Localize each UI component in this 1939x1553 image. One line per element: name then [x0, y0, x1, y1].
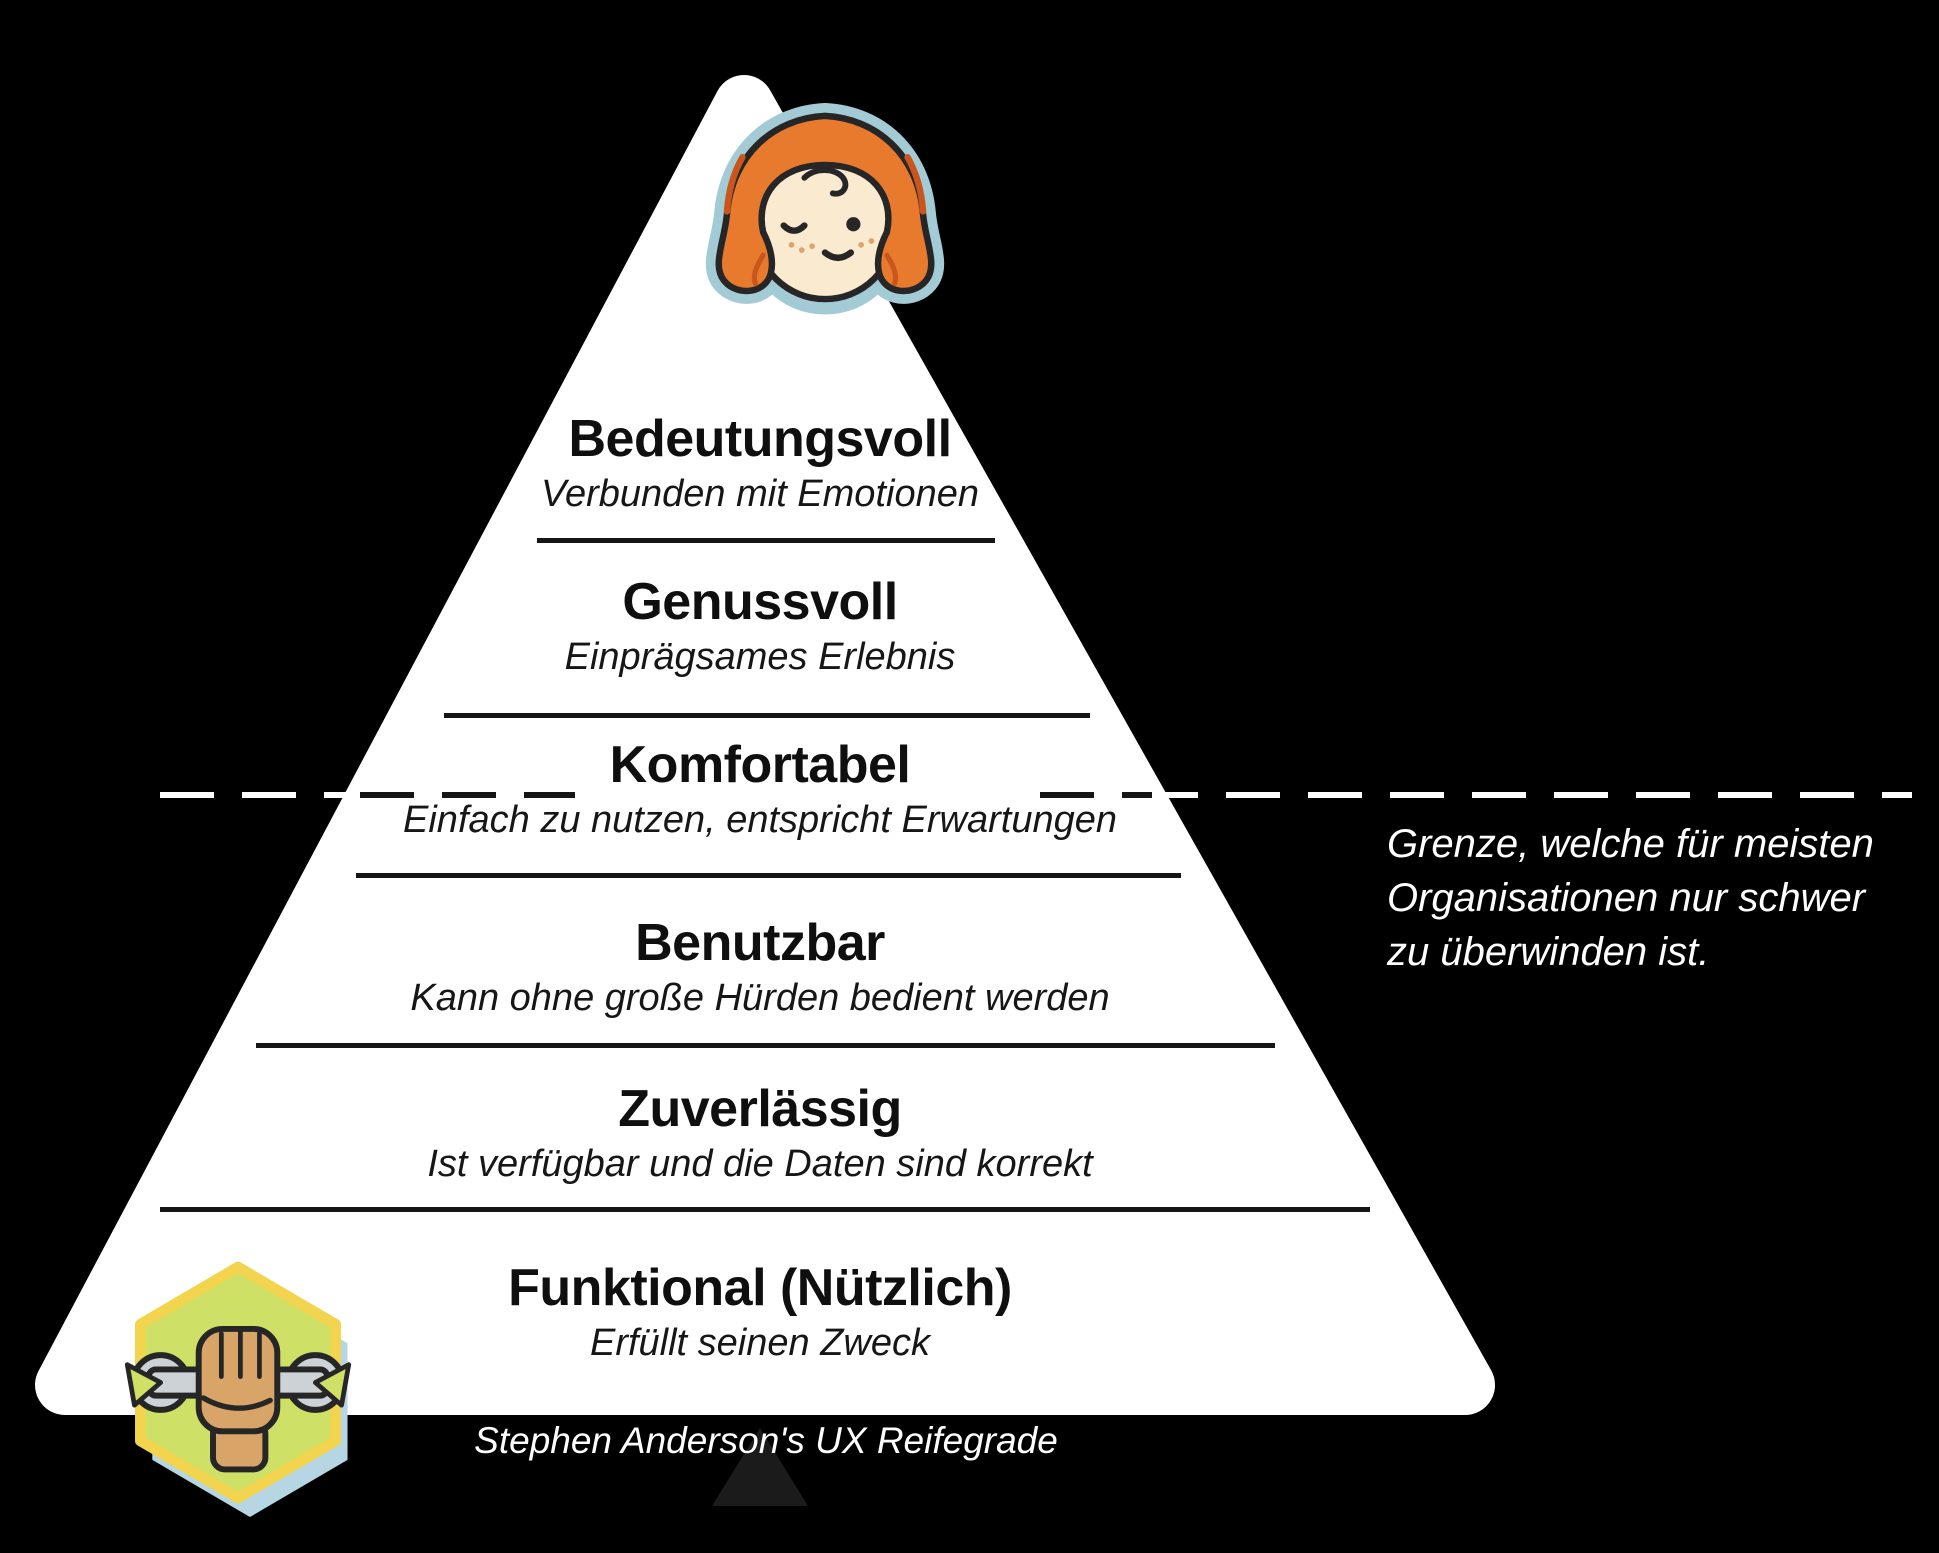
- smiling-woman-face-icon: [705, 102, 945, 315]
- level-subtitle: Verbunden mit Emotionen: [541, 473, 979, 515]
- pyramid-level-zuverlaessig: Zuverlässig Ist verfügbar und die Daten …: [155, 1080, 1365, 1188]
- level-title: Bedeutungsvoll: [568, 410, 952, 468]
- pyramid-level-benutzbar: Benutzbar Kann ohne große Hürden bedient…: [155, 914, 1365, 1022]
- level-divider: [537, 538, 995, 543]
- level-subtitle: Einprägsames Erlebnis: [564, 636, 956, 678]
- boundary-annotation: Grenze, welche für meisten Organisatione…: [1387, 817, 1874, 979]
- fist-holding-wrench-hexagon-icon: [124, 1261, 352, 1518]
- boundary-dashed-line-inner-left: [360, 792, 575, 798]
- annotation-line: Organisationen nur schwer: [1387, 876, 1866, 920]
- pyramid-level-funktional: Funktional (Nützlich) Erfüllt seinen Zwe…: [155, 1259, 1365, 1367]
- level-subtitle: Einfach zu nutzen, entspricht Erwartunge…: [403, 799, 1117, 841]
- level-title: Komfortabel: [609, 736, 911, 794]
- level-subtitle: Ist verfügbar und die Daten sind korrekt: [427, 1143, 1093, 1185]
- level-title: Benutzbar: [635, 914, 885, 972]
- level-subtitle: Erfüllt seinen Zweck: [589, 1322, 930, 1364]
- level-divider: [160, 1207, 1370, 1212]
- decorative-triangle: [712, 1428, 808, 1506]
- pyramid-level-bedeutungsvoll: Bedeutungsvoll Verbunden mit Emotionen: [155, 410, 1365, 518]
- level-title: Funktional (Nützlich): [508, 1259, 1012, 1317]
- level-divider: [356, 873, 1181, 878]
- boundary-dashed-line-inner-right: [1040, 792, 1152, 798]
- level-divider: [256, 1043, 1275, 1048]
- pyramid-level-komfortabel: Komfortabel Einfach zu nutzen, entsprich…: [155, 736, 1365, 844]
- level-subtitle: Kann ohne große Hürden bedient werden: [410, 977, 1110, 1019]
- level-divider: [444, 713, 1090, 718]
- caption: Stephen Anderson's UX Reifegrade: [474, 1420, 1058, 1461]
- pyramid-level-genussvoll: Genussvoll Einprägsames Erlebnis: [155, 573, 1365, 681]
- level-title: Zuverlässig: [618, 1080, 902, 1138]
- annotation-line: zu überwinden ist.: [1387, 930, 1710, 974]
- annotation-line: Grenze, welche für meisten: [1387, 822, 1874, 866]
- level-title: Genussvoll: [622, 573, 898, 631]
